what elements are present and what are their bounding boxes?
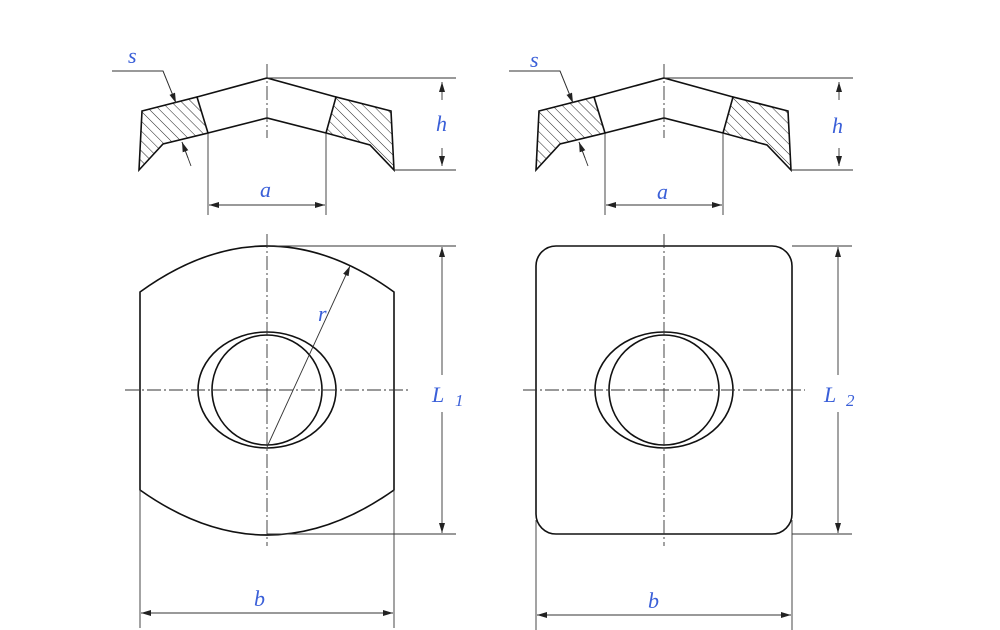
curved-washer-section-view <box>112 64 456 215</box>
label-L-sub: 1 <box>455 391 464 410</box>
square-washer-section-view <box>509 64 853 215</box>
label-a: a <box>657 179 668 204</box>
label-L-sub: 2 <box>846 391 855 410</box>
label-a: a <box>260 177 271 202</box>
label-L: L <box>431 382 444 407</box>
label-b: b <box>254 586 265 611</box>
label-h: h <box>832 113 843 138</box>
label-r: r <box>318 301 327 326</box>
label-L: L <box>823 382 836 407</box>
label-s: s <box>530 47 539 72</box>
label-b: b <box>648 588 659 613</box>
square-washer-plan-view <box>523 234 852 630</box>
label-h: h <box>436 111 447 136</box>
curved-washer-plan-view <box>125 234 456 628</box>
label-s: s <box>128 43 137 68</box>
